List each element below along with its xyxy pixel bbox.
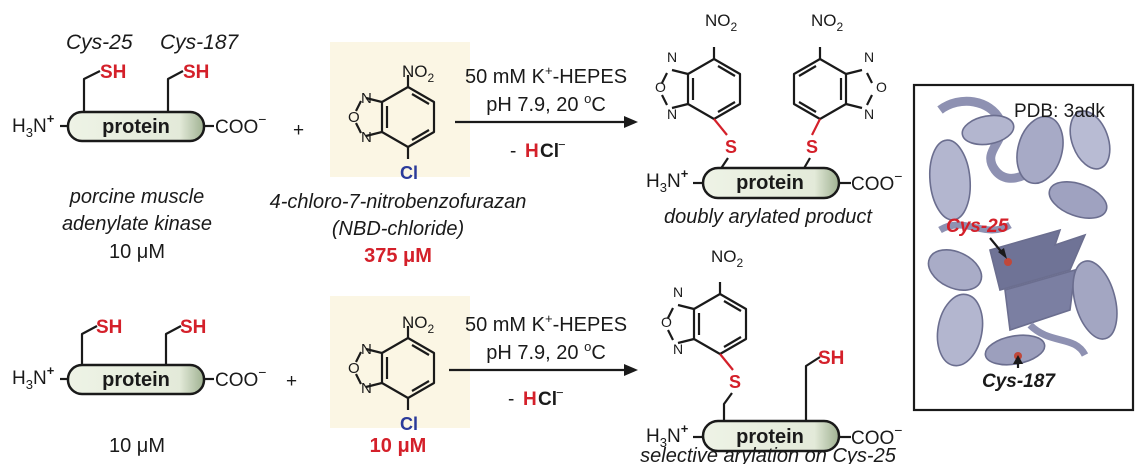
ph-temp-condition: pH 7.9, 20 oC — [486, 339, 606, 364]
structure-label-cys187: Cys-187 — [982, 371, 1056, 392]
top-reagent: NO2 Cl N O N 4-chloro-7-nitrobenzofuraza… — [270, 42, 527, 267]
enzyme-name-line1: porcine muscle — [69, 186, 205, 208]
byproduct-h: H — [523, 389, 537, 410]
top-product: NO2 N O N S NO2 N O N S H3N+ protein COO… — [646, 11, 902, 228]
ring-n-b1: N — [864, 49, 874, 65]
pdb-id: PDB: 3adk — [1014, 101, 1105, 122]
ring-n-a2: N — [667, 106, 677, 122]
top-start-protein: Cys-25 Cys-187 SH SH H3N+ protein COO− p… — [12, 31, 266, 263]
residue-label-cys187: Cys-187 — [160, 31, 240, 54]
ring-n-2: N — [361, 129, 372, 146]
enzyme-concentration: 10 μM — [109, 435, 165, 457]
protein-label: protein — [102, 116, 170, 138]
enzyme-name-line2: adenylate kinase — [62, 213, 212, 235]
byproduct-cl: Cl — [538, 389, 557, 410]
top-reaction-arrow: 50 mM K+-HEPES pH 7.9, 20 oC - H Cl − — [455, 63, 638, 162]
byproduct-minus: - — [508, 389, 514, 410]
bottom-product: NO2 N O N S SH H3N+ protein COO− selecti… — [640, 247, 902, 464]
byproduct-minus: - — [510, 141, 516, 162]
ring-n-2: N — [361, 380, 372, 397]
thiol-1: SH — [100, 62, 126, 83]
plus-sign: + — [293, 120, 304, 141]
thiol-1: SH — [96, 317, 122, 338]
nitro-group: NO2 — [402, 62, 435, 85]
c-terminus: COO− — [215, 364, 266, 391]
product-protein-label: protein — [736, 426, 804, 448]
nitro-group-a: NO2 — [705, 11, 738, 34]
ring-o-a: O — [655, 79, 666, 95]
protein-structure-panel: PDB: 3adk Cys-25 Cys-187 — [912, 83, 1135, 412]
buffer-condition: 50 mM K+-HEPES — [465, 63, 627, 88]
reagent-name-line2: (NBD-chloride) — [332, 218, 464, 240]
nitro-group: NO2 — [711, 247, 744, 270]
product-label: doubly arylated product — [664, 206, 873, 228]
product-c-terminus: COO− — [851, 422, 902, 449]
ring-n-c1: N — [673, 284, 683, 300]
product-label: selective arylation on Cys-25 — [640, 445, 897, 464]
buffer-condition: 50 mM K+-HEPES — [465, 311, 627, 336]
ring-n-1: N — [361, 90, 372, 107]
thiol-2: SH — [183, 62, 209, 83]
residue-label-cys25: Cys-25 — [66, 31, 133, 54]
ring-o-b: O — [876, 79, 887, 95]
reagent-highlight — [330, 42, 470, 177]
n-terminus: H3N+ — [12, 111, 55, 140]
byproduct-h: H — [525, 141, 539, 162]
reagent-concentration: 375 μM — [364, 245, 432, 267]
ring-n-a1: N — [667, 49, 677, 65]
bottom-reaction-arrow: 50 mM K+-HEPES pH 7.9, 20 oC - H Cl − — [449, 311, 638, 410]
product-protein-label: protein — [736, 172, 804, 194]
bottom-reagent: NO2 Cl N O N 10 μM — [330, 296, 470, 457]
enzyme-concentration: 10 μM — [109, 241, 165, 263]
ring-n-1: N — [361, 341, 372, 358]
ring-o-c: O — [661, 314, 672, 330]
ribbon-illustration — [927, 96, 1118, 367]
chlorine-atom: Cl — [400, 414, 418, 434]
c-terminus: COO− — [215, 111, 266, 138]
byproduct-cl: Cl — [540, 141, 559, 162]
thiol-2: SH — [180, 317, 206, 338]
byproduct-charge: − — [558, 137, 566, 152]
sulfur: S — [729, 372, 741, 392]
bottom-start-protein: SH SH H3N+ protein COO− 10 μM — [12, 317, 266, 457]
chlorine-atom: Cl — [400, 163, 418, 183]
ph-temp-condition: pH 7.9, 20 oC — [486, 91, 606, 116]
nitro-group: NO2 — [402, 313, 435, 336]
ring-o: O — [348, 109, 360, 126]
sulfur-b: S — [806, 137, 818, 157]
structure-label-cys25: Cys-25 — [946, 216, 1009, 237]
sulfur-a: S — [725, 137, 737, 157]
reagent-highlight — [330, 296, 470, 428]
reagent-concentration: 10 μM — [370, 435, 427, 457]
product-c-terminus: COO− — [851, 168, 902, 195]
byproduct-charge: − — [556, 385, 564, 400]
plus-sign: + — [286, 371, 297, 392]
reagent-name-line1: 4-chloro-7-nitrobenzofurazan — [270, 191, 527, 213]
n-terminus: H3N+ — [12, 363, 55, 392]
protein-label: protein — [102, 369, 170, 391]
nitro-group-b: NO2 — [811, 11, 844, 34]
product-n-terminus: H3N+ — [646, 166, 689, 195]
ring-n-c2: N — [673, 341, 683, 357]
ring-n-b2: N — [864, 106, 874, 122]
free-thiol: SH — [818, 348, 844, 369]
ring-o: O — [348, 360, 360, 377]
